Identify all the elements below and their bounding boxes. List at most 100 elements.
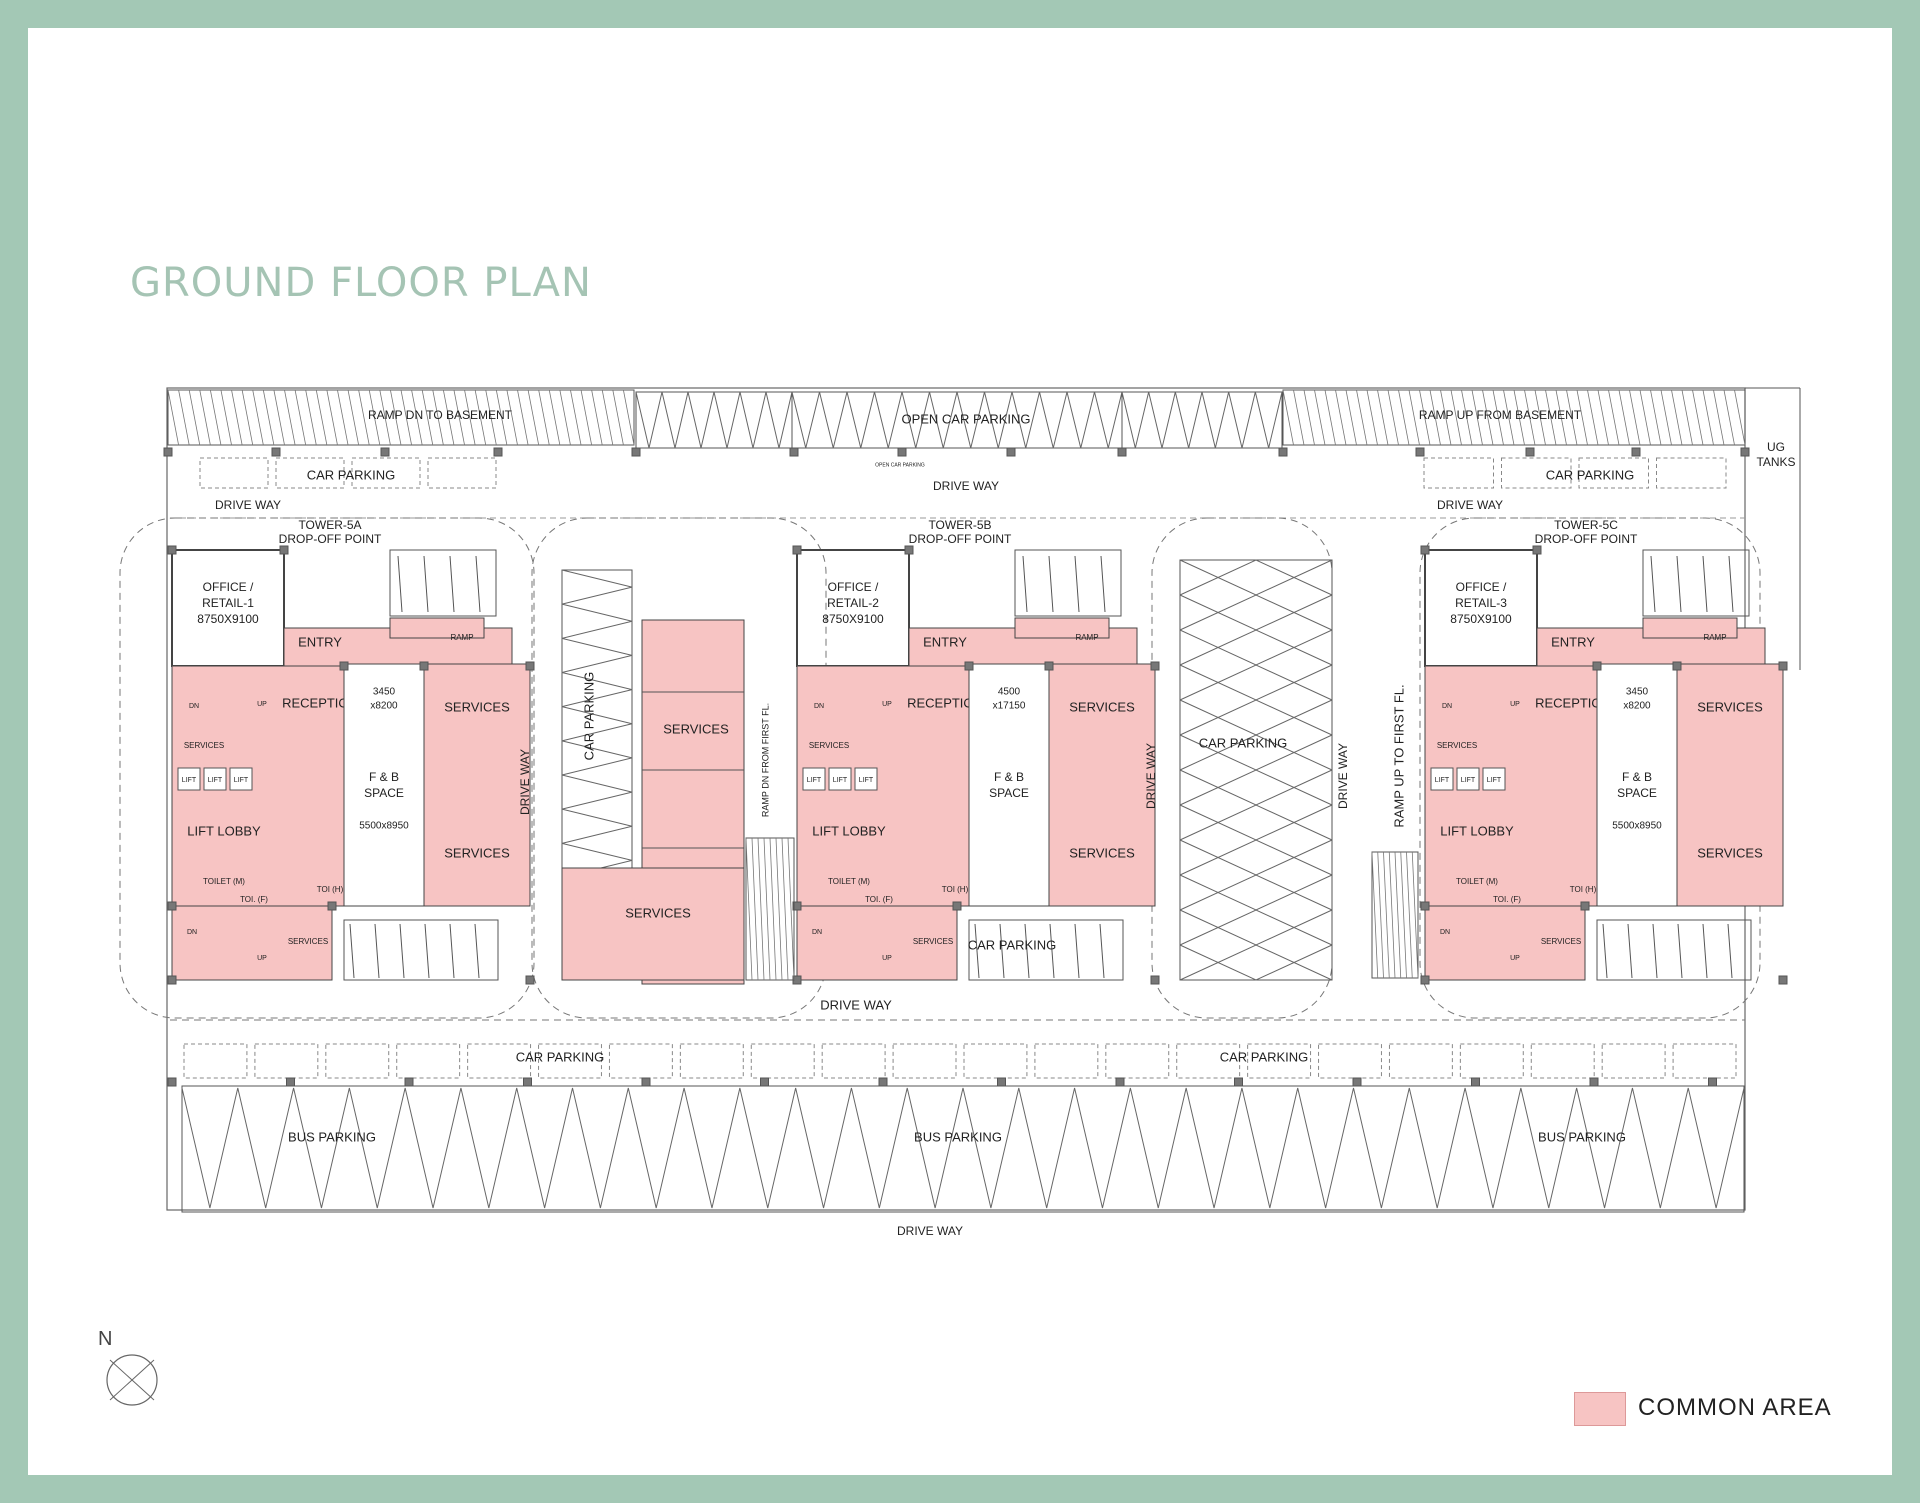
services-small-label: SERVICES	[809, 741, 849, 750]
lift-label: LIFT	[807, 777, 822, 784]
column	[1708, 1077, 1717, 1087]
fb-space	[968, 663, 1050, 907]
parking-bay	[1596, 919, 1752, 981]
ramp-area	[389, 617, 485, 639]
services-small-label: SERVICES	[184, 741, 224, 750]
column	[1150, 661, 1160, 671]
column	[286, 1077, 295, 1087]
stall-line	[449, 923, 455, 979]
services-label: SERVICES	[663, 721, 729, 736]
dn-label: DN	[189, 703, 199, 710]
column	[1589, 1077, 1599, 1087]
stall-line	[1727, 923, 1733, 979]
parking-stalls	[1179, 804, 1333, 841]
lift-label: LIFT	[182, 777, 197, 784]
car-parking-slot	[325, 1043, 390, 1079]
lift-label: LIFT	[833, 777, 848, 784]
fb-dim-label: x8200	[370, 701, 398, 712]
car-parking-slot	[199, 457, 269, 489]
stall-line	[1652, 923, 1658, 979]
column	[897, 447, 907, 457]
bus-parking-stalls	[181, 1087, 1745, 1209]
car-parking-label: CAR PARKING	[968, 937, 1057, 952]
lift-shaft	[177, 767, 201, 791]
fb-size-label: 5500x8950	[1612, 821, 1662, 832]
car-parking-slot	[1656, 457, 1727, 489]
services-area	[561, 867, 745, 981]
lift-shaft	[1430, 767, 1454, 791]
car-parking-label: CAR PARKING	[516, 1049, 605, 1064]
legend-swatch	[1574, 1392, 1626, 1426]
services-label: SERVICES	[1697, 845, 1763, 860]
lift-shaft	[1482, 767, 1506, 791]
parking-stalls	[1179, 769, 1333, 806]
tower-label: TOWER-5C	[1554, 518, 1618, 532]
stall-line	[1048, 555, 1054, 613]
column	[1234, 1077, 1243, 1087]
parking-stalls	[1179, 559, 1333, 596]
stall-line	[1702, 923, 1708, 979]
ramp-dn-first-label: RAMP DN FROM FIRST FL.	[760, 703, 770, 817]
lift-shaft	[854, 767, 878, 791]
column	[167, 901, 177, 911]
north-label: N	[98, 1328, 113, 1350]
stair-services-area	[171, 905, 333, 981]
car-parking-slot	[183, 1043, 248, 1079]
open-car-parking-small-label: OPEN CAR PARKING	[875, 462, 925, 468]
car-parking-slot	[608, 1043, 673, 1079]
car-parking-vertical-label: CAR PARKING	[581, 672, 596, 761]
car-parking-slot	[427, 457, 497, 489]
services-area	[423, 663, 531, 907]
retail-label: RETAIL-2	[827, 596, 879, 610]
services-area	[1048, 663, 1156, 907]
services-small-label: SERVICES	[913, 937, 953, 946]
car-parking-slot	[679, 1043, 744, 1079]
lift-label: LIFT	[859, 777, 874, 784]
open-parking-stalls	[791, 391, 1123, 449]
stall-line	[1100, 555, 1106, 613]
column	[271, 447, 281, 457]
fb-dim-label: 3450	[373, 687, 396, 698]
column	[279, 545, 289, 555]
stall-line	[1677, 923, 1683, 979]
toi-f-label: TOI. (F)	[1493, 895, 1521, 904]
column	[792, 901, 802, 911]
lift-lobby-label: LIFT LOBBY	[812, 823, 886, 838]
space-label: SPACE	[364, 786, 404, 800]
fb-label: F & B	[1622, 770, 1652, 784]
column	[339, 661, 349, 671]
column	[1525, 447, 1535, 457]
office-size-label: 8750X9100	[822, 612, 884, 626]
column	[1278, 447, 1288, 457]
stall-line	[999, 923, 1005, 979]
car-parking-slot	[538, 1043, 602, 1079]
column	[1044, 661, 1054, 671]
column	[1415, 447, 1425, 457]
column	[523, 1077, 532, 1087]
drive-way-label: DRIVE WAY	[1437, 498, 1503, 512]
fb-space	[1596, 663, 1678, 907]
car-parking-slot	[396, 1043, 461, 1079]
parking-stalls	[1179, 699, 1333, 736]
car-parking-slot	[1601, 1043, 1666, 1079]
lift-shaft	[203, 767, 227, 791]
ramp-dn-label: RAMP DN TO BASEMENT	[368, 408, 513, 422]
stall-line	[1024, 923, 1030, 979]
core-area	[171, 665, 345, 907]
parking-stalls	[1179, 839, 1333, 876]
toilet-m-label: TOILET (M)	[1456, 877, 1498, 886]
column	[1631, 447, 1641, 457]
car-parking-slot	[1318, 1043, 1382, 1079]
lift-label: LIFT	[234, 777, 249, 784]
column	[1420, 975, 1430, 985]
services-label: SERVICES	[1069, 845, 1135, 860]
open-parking-stalls	[635, 391, 793, 449]
tower-label: TOWER-5B	[928, 518, 991, 532]
lift-lobby-label: LIFT LOBBY	[1440, 823, 1514, 838]
drive-loop	[1419, 517, 1761, 1019]
column	[1420, 545, 1430, 555]
car-parking-slot	[1176, 1043, 1241, 1079]
car-parking-slot	[1034, 1043, 1099, 1079]
column	[760, 1077, 769, 1087]
dn-label: DN	[814, 703, 824, 710]
